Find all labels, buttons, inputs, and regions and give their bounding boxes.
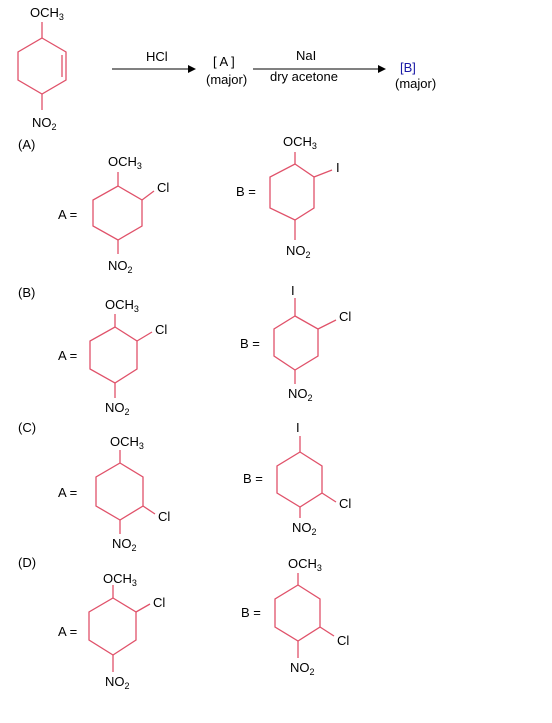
option-c[interactable]: (C) A = OCH3 Cl NO2 B = I Cl NO2 xyxy=(18,420,351,553)
cyclohexane-ring xyxy=(276,451,323,508)
cyclohexane-ring xyxy=(269,163,315,221)
reaction-step-1: HCl xyxy=(112,49,196,73)
cyclohexane-ring xyxy=(92,185,143,241)
cyclohexane-ring xyxy=(274,584,321,642)
compound-a: A = OCH3 Cl NO2 xyxy=(58,154,169,275)
option-label: (C) xyxy=(18,420,36,435)
start-top-substituent: OCH3 xyxy=(30,5,64,22)
right-bond xyxy=(321,492,337,503)
top-substituent: OCH3 xyxy=(105,297,139,314)
arrowhead-1 xyxy=(188,65,196,73)
option-a[interactable]: (A) A = OCH3 Cl NO2 B = OCH3 I NO2 xyxy=(18,134,340,275)
right-substituent: Cl xyxy=(339,309,351,324)
cyclohexane-ring xyxy=(88,597,137,656)
compound-a-label: A = xyxy=(58,348,77,363)
bottom-substituent: NO2 xyxy=(288,386,313,403)
compound-a-label: A = xyxy=(58,207,77,222)
option-label: (A) xyxy=(18,137,35,152)
compound-b: B = I Cl NO2 xyxy=(243,420,351,537)
intermediate-label: [ A ] xyxy=(213,54,235,69)
compound-b-label: B = xyxy=(243,471,263,486)
option-label: (B) xyxy=(18,285,35,300)
right-bond xyxy=(141,190,155,201)
product-note: (major) xyxy=(395,76,436,91)
starting-material: OCH3 NO2 xyxy=(17,5,67,132)
reagent-2-top: NaI xyxy=(296,48,316,63)
compound-b: B = OCH3 Cl NO2 xyxy=(241,556,349,677)
compound-b: B = OCH3 I NO2 xyxy=(236,134,340,260)
cyclohexene-ring xyxy=(17,37,67,95)
reagent-1: HCl xyxy=(146,49,168,64)
compound-b-label: B = xyxy=(240,336,260,351)
bottom-substituent: NO2 xyxy=(105,674,130,691)
top-substituent: OCH3 xyxy=(288,556,322,573)
right-bond xyxy=(142,505,156,515)
product-label: [B] xyxy=(400,60,416,75)
bottom-substituent: NO2 xyxy=(112,536,137,553)
reaction-step-2: NaI dry acetone xyxy=(253,48,386,84)
top-substituent: OCH3 xyxy=(283,134,317,151)
right-substituent: Cl xyxy=(153,595,165,610)
compound-b-label: B = xyxy=(241,605,261,620)
right-bond xyxy=(136,331,153,342)
right-bond xyxy=(313,169,333,178)
top-substituent: I xyxy=(291,283,295,298)
top-substituent: OCH3 xyxy=(110,434,144,451)
compound-a-label: A = xyxy=(58,485,77,500)
top-substituent: OCH3 xyxy=(103,571,137,588)
bottom-substituent: NO2 xyxy=(108,258,133,275)
compound-a: A = OCH3 Cl NO2 xyxy=(58,297,167,417)
bottom-substituent: NO2 xyxy=(105,400,130,417)
compound-b: B = I Cl NO2 xyxy=(240,283,351,403)
arrowhead-2 xyxy=(378,65,386,73)
right-substituent: I xyxy=(336,160,340,175)
right-substituent: Cl xyxy=(155,322,167,337)
bottom-substituent: NO2 xyxy=(286,243,311,260)
compound-a-label: A = xyxy=(58,624,77,639)
intermediate-note: (major) xyxy=(206,72,247,87)
right-bond xyxy=(319,626,335,637)
compound-a: A = OCH3 Cl NO2 xyxy=(58,434,170,553)
cyclohexane-ring xyxy=(273,315,319,371)
cyclohexane-ring xyxy=(95,462,144,521)
right-substituent: Cl xyxy=(339,496,351,511)
right-substituent: Cl xyxy=(157,180,169,195)
top-substituent: OCH3 xyxy=(108,154,142,171)
option-d[interactable]: (D) A = OCH3 Cl NO2 B = OCH3 Cl NO2 xyxy=(18,555,349,691)
compound-b-label: B = xyxy=(236,184,256,199)
option-b[interactable]: (B) A = OCH3 Cl NO2 B = I Cl NO2 xyxy=(18,283,351,417)
reagent-2-bottom: dry acetone xyxy=(270,69,338,84)
right-substituent: Cl xyxy=(158,509,170,524)
compound-a: A = OCH3 Cl NO2 xyxy=(58,571,165,691)
right-bond xyxy=(135,603,151,613)
right-bond xyxy=(317,319,337,330)
bottom-substituent: NO2 xyxy=(290,660,315,677)
cyclohexane-ring xyxy=(89,326,138,384)
option-label: (D) xyxy=(18,555,36,570)
right-substituent: Cl xyxy=(337,633,349,648)
start-bottom-substituent: NO2 xyxy=(32,115,57,132)
top-substituent: I xyxy=(296,420,300,435)
bottom-substituent: NO2 xyxy=(292,520,317,537)
